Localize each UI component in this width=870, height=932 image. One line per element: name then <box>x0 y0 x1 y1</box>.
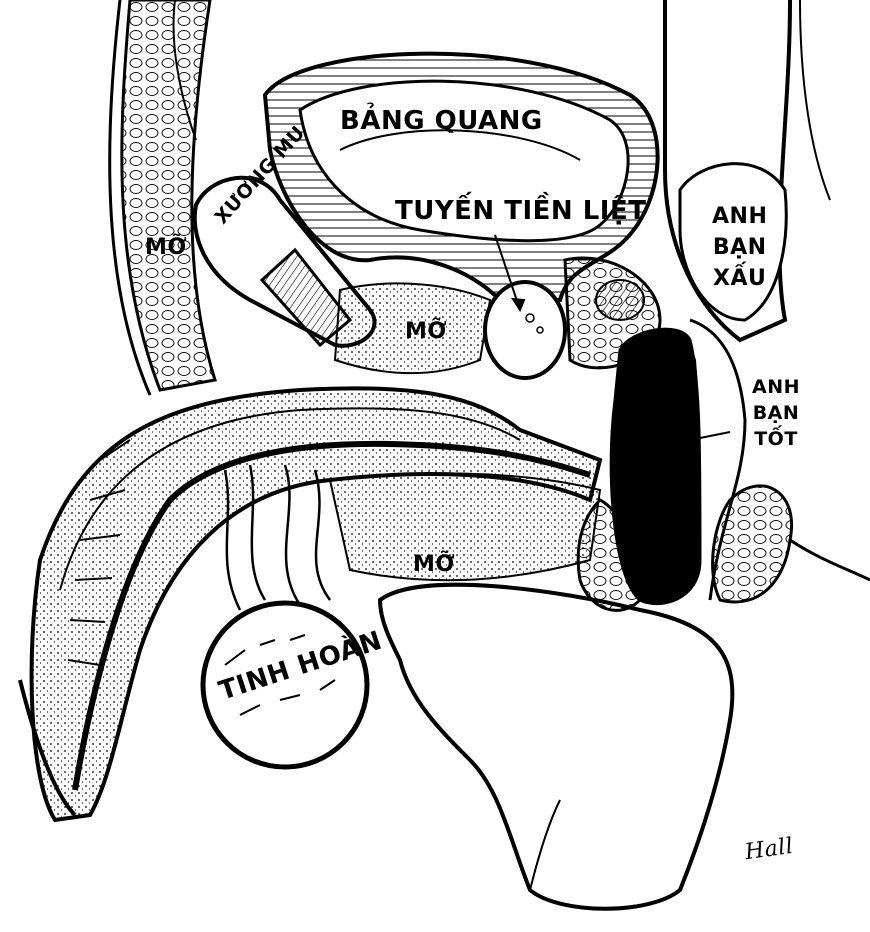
label-anh-ban-xau: ANH BẠN XẤU <box>712 205 767 290</box>
label-mo-center: MỠ <box>405 320 447 343</box>
label-mo-lower: MỠ <box>413 553 455 576</box>
right-body-outline <box>790 540 870 580</box>
label-tuyen-tien-liet: TUYẾN TIỀN LIỆT <box>395 198 646 225</box>
label-anh-ban-xau-line2: BẠN <box>712 236 767 259</box>
label-bang-quang: BẢNG QUANG <box>340 108 543 135</box>
label-anh-ban-tot-line2: BẠN <box>752 404 800 424</box>
label-anh-ban-tot-line1: ANH <box>752 378 800 398</box>
label-mo-left: MỠ <box>145 236 187 259</box>
fat-lower <box>330 473 600 580</box>
label-anh-ban-tot: ANH BẠN TỐT <box>752 378 800 450</box>
label-anh-ban-xau-line1: ANH <box>712 205 767 228</box>
buttock-bulb <box>380 585 732 909</box>
label-anh-ban-tot-line3: TỐT <box>752 430 800 450</box>
label-anh-ban-xau-line3: XẤU <box>712 267 767 290</box>
